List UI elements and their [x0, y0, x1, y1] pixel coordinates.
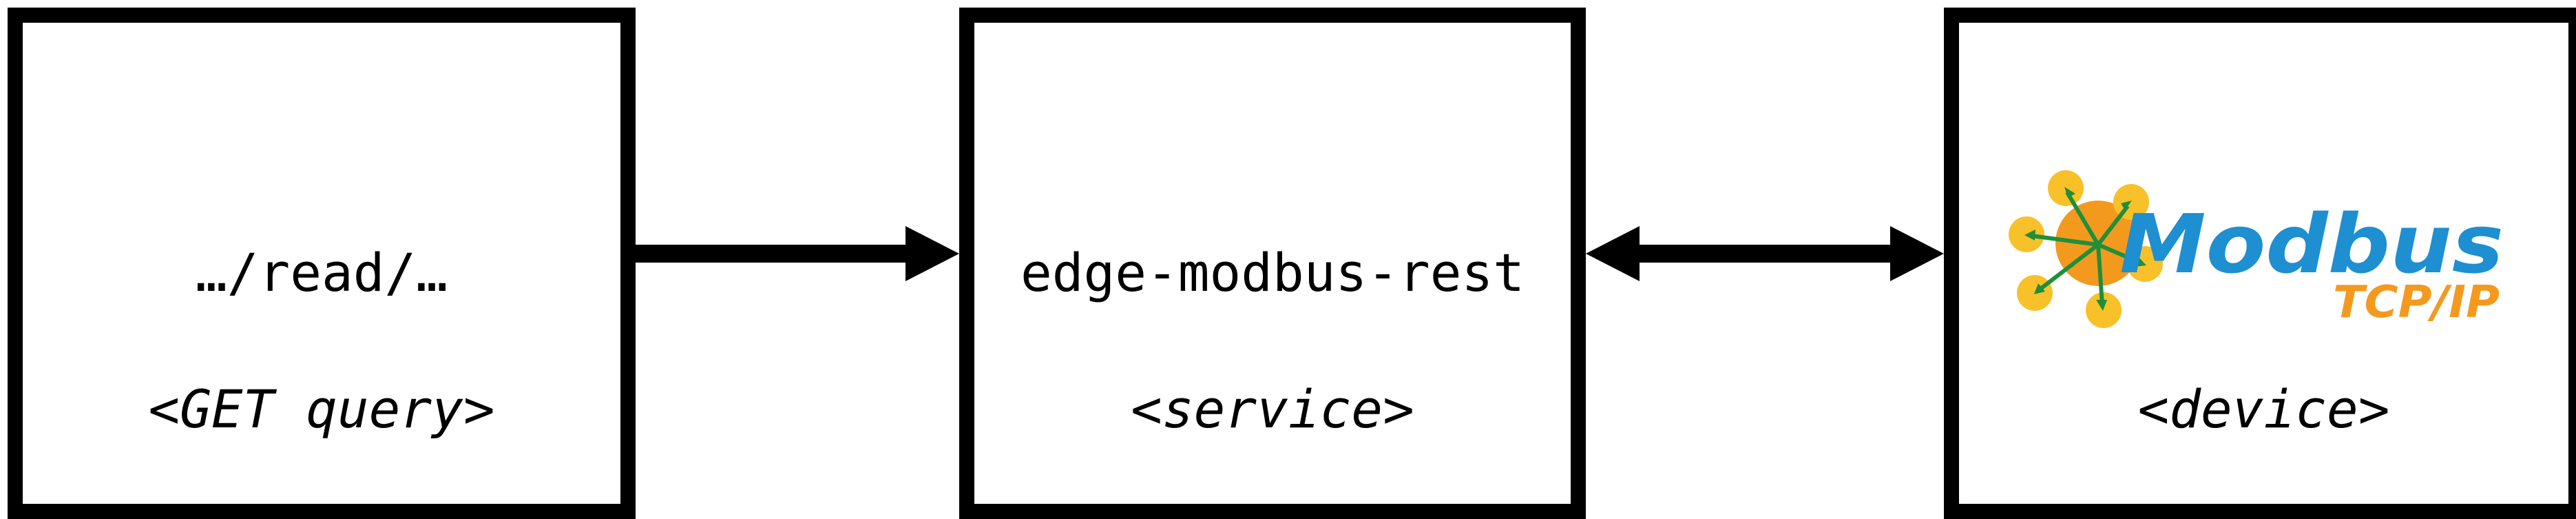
modbus-logo-subtitle: TCP/IP: [2333, 277, 2500, 328]
node-service: edge-modbus-rest <service>: [959, 8, 1586, 519]
edge-service-to-device: [1586, 226, 1944, 281]
node-service-name: edge-modbus-rest: [1020, 242, 1525, 303]
modbus-logo: Modbus TCP/IP: [2009, 170, 2504, 328]
node-client-endpoint: …/read/…: [195, 242, 448, 303]
node-client: …/read/… <GET query>: [8, 8, 636, 519]
node-device: <device>: [1944, 8, 2576, 519]
network-node-icon: [2009, 170, 2163, 328]
node-device-role: <device>: [2137, 378, 2390, 440]
edge-line: [1632, 245, 1900, 263]
arrowhead-left: [1586, 226, 1640, 281]
node-client-role: <GET query>: [148, 378, 495, 440]
modbus-logo-word: Modbus: [2119, 196, 2504, 292]
edge-client-to-service: [636, 226, 959, 281]
arrowhead-right: [1890, 226, 1944, 281]
node-service-role: <service>: [1131, 378, 1414, 440]
arrowhead-right: [905, 226, 959, 281]
edge-line: [636, 245, 911, 263]
